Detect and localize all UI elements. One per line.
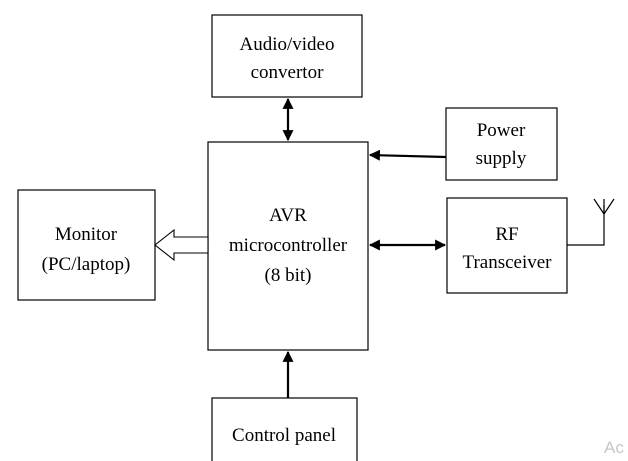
monitor-block: Monitor (PC/laptop)	[17, 189, 156, 301]
antenna-icon	[567, 198, 615, 246]
audio-video-convertor-block: Audio/video convertor	[211, 14, 363, 98]
monitor-label-line1: Monitor	[55, 224, 118, 245]
rf-label-line2: Transceiver	[463, 252, 553, 273]
audio-video-label-line2: convertor	[251, 62, 324, 83]
audio-video-label-line1: Audio/video	[240, 34, 335, 55]
power-supply-arrow	[368, 149, 447, 161]
audio-video-convertor-box	[211, 14, 363, 98]
power-supply-block: Power supply	[445, 107, 558, 181]
rf-transceiver-box	[446, 197, 568, 294]
power-supply-box	[445, 107, 558, 181]
power-supply-label-line1: Power	[477, 120, 526, 141]
control-panel-block: Control panel	[211, 397, 358, 461]
microcontroller-label-line3: (8 bit)	[265, 265, 312, 286]
control-panel-box	[211, 397, 358, 461]
control-panel-label: Control panel	[232, 425, 336, 446]
rf-label-line1: RF	[495, 224, 518, 245]
monitor-output-hollow-arrow	[154, 228, 209, 262]
watermark-text: Ac	[604, 438, 624, 457]
monitor-box	[17, 189, 156, 301]
rf-transceiver-block: RF Transceiver	[446, 197, 568, 294]
microcontroller-label-line1: AVR	[269, 205, 307, 226]
avr-microcontroller-box	[207, 141, 369, 351]
monitor-label-line2: (PC/laptop)	[42, 254, 131, 275]
power-supply-label-line2: supply	[476, 148, 527, 169]
microcontroller-label-line2: microcontroller	[229, 235, 348, 256]
avr-microcontroller-block: AVR microcontroller (8 bit)	[207, 141, 369, 351]
